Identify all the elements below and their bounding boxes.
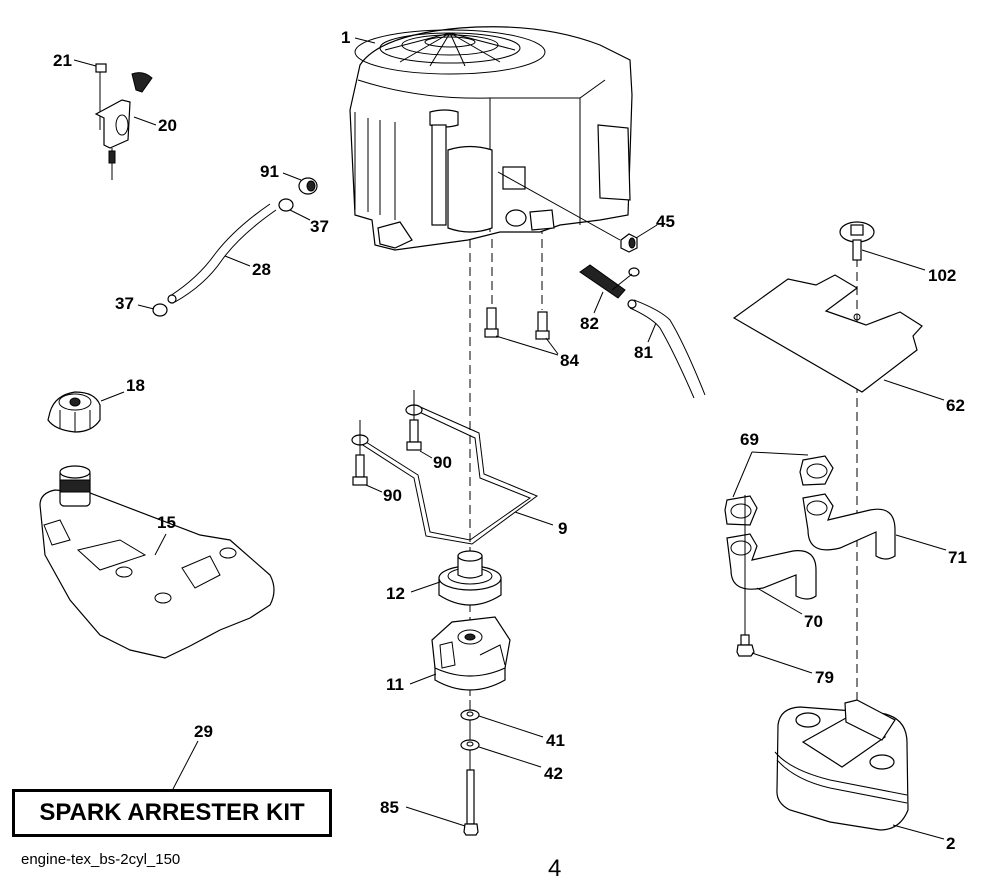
screw-102 xyxy=(839,221,875,261)
bolt-90-upper xyxy=(406,419,422,451)
callout-lock-washer-42: 42 xyxy=(544,764,563,783)
callout-spark-arrester-kit: 29 xyxy=(194,722,213,741)
leader-69a xyxy=(751,451,809,456)
file-identifier: engine-tex_bs-2cyl_150 xyxy=(21,851,181,868)
washer-41 xyxy=(460,709,480,721)
callout-drain-valve: 82 xyxy=(580,314,599,333)
leader-11 xyxy=(409,673,437,685)
pulley xyxy=(438,550,502,606)
exhaust-pipe-right xyxy=(802,493,896,560)
muffler xyxy=(774,699,909,831)
gasket xyxy=(724,495,758,526)
bolt-90-lower xyxy=(352,454,368,486)
leader-45-engine xyxy=(497,171,621,241)
callout-bolt-85: 85 xyxy=(380,798,399,817)
leader-20 xyxy=(133,116,157,126)
bolt-85 xyxy=(463,769,479,836)
callout-clutch: 11 xyxy=(386,675,404,694)
leader-81 xyxy=(647,322,657,343)
drain-hose xyxy=(627,299,706,399)
callout-bolt-90-upper: 90 xyxy=(433,453,452,472)
callout-muffler: 2 xyxy=(946,834,955,853)
fuel-cap xyxy=(47,391,101,433)
leader-21 xyxy=(73,59,97,67)
fuel-filter xyxy=(298,177,318,195)
gasket xyxy=(799,455,834,486)
oil-filter xyxy=(447,145,493,233)
leader-engine xyxy=(354,37,376,44)
leader-41 xyxy=(478,715,544,738)
page-number: 4 xyxy=(548,855,562,882)
leader-71 xyxy=(895,534,947,551)
nut-45 xyxy=(620,233,638,253)
leader-90a xyxy=(419,450,433,459)
callout-pulley: 12 xyxy=(386,584,405,603)
callout-fuel-cap: 18 xyxy=(126,376,145,395)
leader-42 xyxy=(478,746,542,768)
engine xyxy=(349,26,633,251)
callout-gaskets: 69 xyxy=(740,430,759,449)
exhaust-pipe-left xyxy=(726,533,817,600)
leader-90b xyxy=(365,484,383,493)
callout-choke-bracket: 20 xyxy=(158,116,177,135)
callout-washer-41: 41 xyxy=(546,731,565,750)
callout-heat-shield: 62 xyxy=(946,396,965,415)
hose-clamp-lower xyxy=(152,303,168,317)
engine-grille xyxy=(379,32,521,67)
callout-engine: 1 xyxy=(341,28,350,47)
leader-82 xyxy=(593,291,604,314)
callout-bolt-21: 21 xyxy=(53,51,72,70)
callout-fuel-tank: 15 xyxy=(157,513,176,532)
callout-clamp-lower: 37 xyxy=(115,294,134,313)
bolt-79 xyxy=(736,634,755,657)
leader-18 xyxy=(100,391,125,402)
callout-exhaust-pipe-left: 70 xyxy=(804,612,823,631)
leader-91 xyxy=(282,172,302,181)
callout-nut-45: 45 xyxy=(656,212,675,231)
callout-fuel-filter: 91 xyxy=(260,162,279,181)
leader-84b xyxy=(545,337,559,355)
choke-bracket xyxy=(94,63,153,180)
leader-15 xyxy=(154,533,167,556)
lock-washer-42 xyxy=(460,739,480,751)
leader-45 xyxy=(635,224,658,239)
leader-28 xyxy=(224,255,251,267)
leader-79 xyxy=(751,652,813,674)
leader-69b xyxy=(732,451,753,498)
leader-9 xyxy=(514,511,554,526)
hose-clamp-upper xyxy=(278,198,294,212)
electric-clutch xyxy=(431,616,511,691)
leader-102 xyxy=(861,249,926,271)
leader-12 xyxy=(410,581,441,593)
callout-drain-hose: 81 xyxy=(634,343,653,362)
callout-screw-102: 102 xyxy=(928,266,956,285)
callout-clamp-upper: 37 xyxy=(310,217,329,236)
callout-bolt-79: 79 xyxy=(815,668,834,687)
leader-62 xyxy=(883,379,945,401)
callout-bolts-84: 84 xyxy=(560,351,579,370)
callout-exhaust-pipe-right: 71 xyxy=(948,548,967,567)
callout-hose-bracket: 9 xyxy=(558,519,567,538)
spark-arrester-kit-label: SPARK ARRESTER KIT xyxy=(12,789,332,837)
leader-85 xyxy=(405,806,466,827)
callout-fuel-hose: 28 xyxy=(252,260,271,279)
heat-shield xyxy=(732,274,923,393)
drain-valve xyxy=(579,264,640,299)
engine-mount-bolts xyxy=(484,307,550,340)
leader-29 xyxy=(172,740,199,790)
hose-bracket xyxy=(351,404,539,545)
callout-bolt-90-lower: 90 xyxy=(383,486,402,505)
leader-2 xyxy=(892,824,945,840)
fuel-tank xyxy=(39,465,275,659)
leader-37b xyxy=(137,304,155,310)
fuel-hose xyxy=(167,203,277,304)
leader-70 xyxy=(756,587,803,615)
leader-84a xyxy=(495,335,559,356)
leader-37a xyxy=(289,209,311,221)
